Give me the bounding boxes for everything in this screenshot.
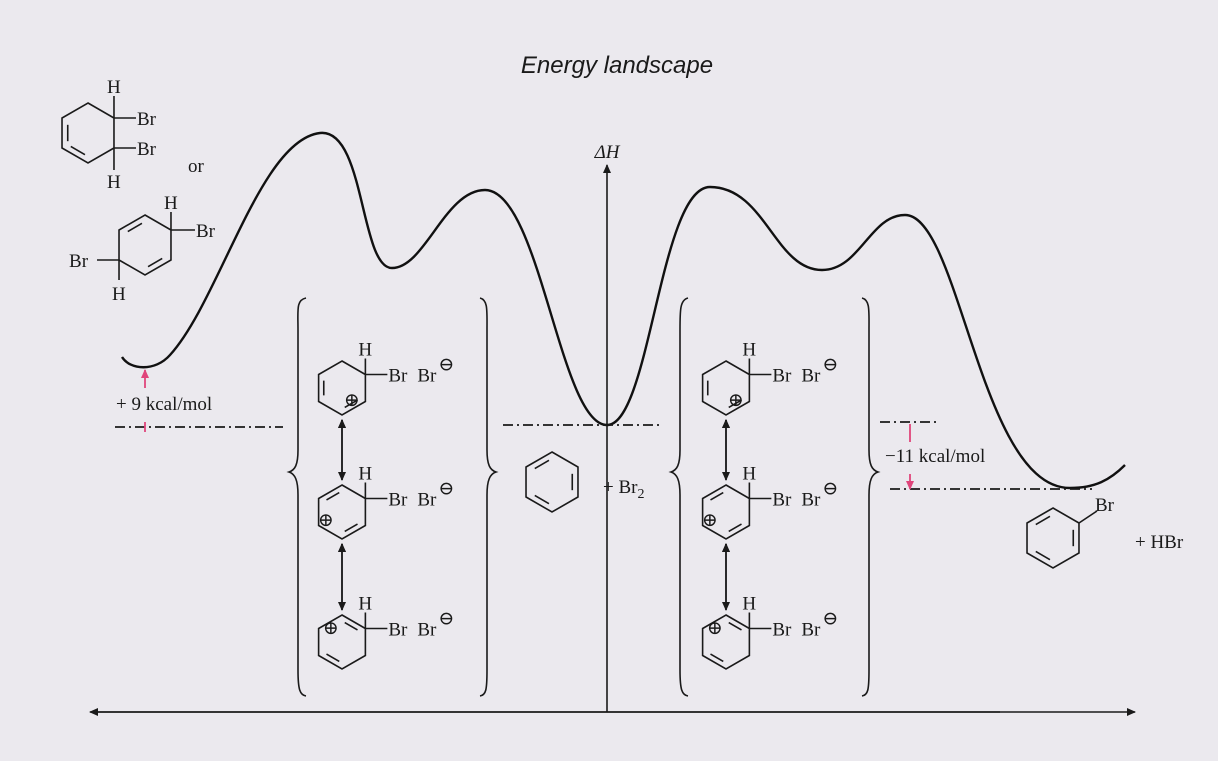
negative-charge-icon: ⊖ (438, 609, 454, 630)
benzene-ring (525, 451, 579, 513)
positive-charge-icon: ⊕ (728, 390, 744, 411)
negative-charge-icon: ⊖ (822, 355, 838, 376)
positive-charge-icon: ⊕ (323, 618, 339, 639)
negative-charge-icon: ⊖ (822, 479, 838, 500)
br-atom: Br (772, 366, 792, 387)
br-atom: Br (388, 490, 408, 511)
y-axis-label: ΔH (594, 142, 621, 163)
h-atom: H (358, 464, 372, 485)
br-atom: Br (772, 620, 792, 641)
bromide-ion: Br (417, 366, 437, 387)
h-atom: H (107, 77, 121, 98)
h-atom: H (358, 594, 372, 615)
left-brace-close (479, 297, 499, 697)
positive-charge-icon: ⊕ (707, 618, 723, 639)
h-atom: H (742, 594, 756, 615)
br-atom: Br (772, 490, 792, 511)
bromide-ion: Br (801, 620, 821, 641)
energy-label-left: + 9 kcal/mol (116, 394, 212, 415)
energy-curve (120, 131, 1126, 490)
bromide-ion: Br (417, 620, 437, 641)
left-brace-open (286, 297, 307, 697)
right-brace-close (861, 297, 881, 697)
bromide-ion: Br (801, 366, 821, 387)
right-brace-open (668, 297, 689, 697)
h-atom: H (358, 340, 372, 361)
bromide-ion: Br (417, 490, 437, 511)
h-atom: H (112, 284, 126, 305)
negative-charge-icon: ⊖ (438, 479, 454, 500)
positive-charge-icon: ⊕ (344, 390, 360, 411)
h-atom: H (164, 193, 178, 214)
or-label: or (188, 156, 205, 177)
br-atom: Br (196, 221, 216, 242)
h-atom: H (742, 464, 756, 485)
br-atom: Br (388, 620, 408, 641)
bromobenzene-ring: Br (1026, 495, 1115, 569)
positive-charge-icon: ⊕ (318, 510, 334, 531)
br-atom: Br (1095, 495, 1115, 516)
diagram-title: Energy landscape (521, 52, 713, 79)
positive-charge-icon: ⊕ (702, 510, 718, 531)
br-atom: Br (137, 139, 157, 160)
plus-hbr-label: + HBr (1135, 532, 1184, 553)
br-atom: Br (388, 366, 408, 387)
bromide-ion: Br (801, 490, 821, 511)
h-atom: H (107, 172, 121, 193)
br-atom: Br (137, 109, 157, 130)
negative-charge-icon: ⊖ (822, 609, 838, 630)
negative-charge-icon: ⊖ (438, 355, 454, 376)
plus-br2-label: + Br2 (603, 477, 644, 502)
br-atom: Br (69, 251, 89, 272)
energy-label-right: −11 kcal/mol (885, 446, 985, 467)
h-atom: H (742, 340, 756, 361)
